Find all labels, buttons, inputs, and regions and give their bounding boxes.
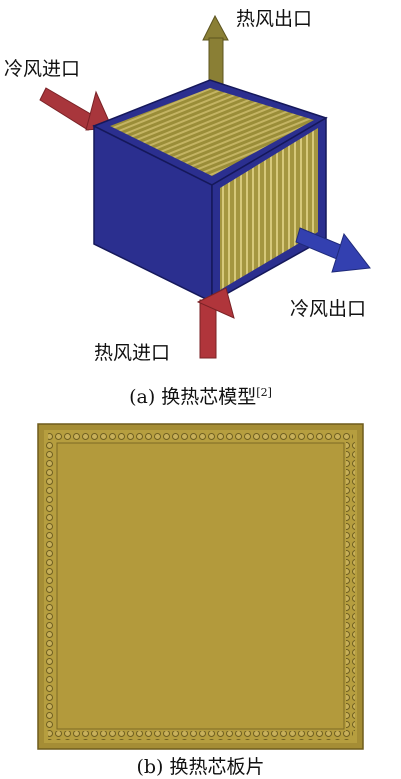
plate-left-bead-row bbox=[46, 441, 55, 731]
cold-inlet-label: 冷风进口 bbox=[4, 58, 81, 80]
hot-inlet-arrow bbox=[196, 287, 235, 359]
plate-top-bead-row bbox=[48, 432, 353, 441]
hot-inlet-label: 热风进口 bbox=[94, 342, 171, 364]
cold-outlet-label: 冷风出口 bbox=[290, 298, 367, 320]
hot-outlet-label: 热风出口 bbox=[236, 8, 313, 30]
caption-a-text: (a) 换热芯模型 bbox=[129, 386, 257, 408]
cold-outlet-arrow bbox=[295, 227, 371, 273]
heat-exchanger-plate bbox=[37, 423, 364, 750]
heat-exchanger-cube bbox=[92, 79, 328, 304]
top-fin-surface bbox=[110, 88, 314, 176]
caption-b: (b) 换热芯板片 bbox=[136, 756, 265, 778]
caption-a: (a) 换热芯模型[2] bbox=[0, 382, 401, 409]
plate-bottom-bead-row bbox=[48, 731, 353, 740]
plate-right-bead-row bbox=[346, 441, 355, 731]
caption-a-reference: [2] bbox=[256, 386, 272, 399]
side-fin-surface bbox=[220, 128, 318, 290]
